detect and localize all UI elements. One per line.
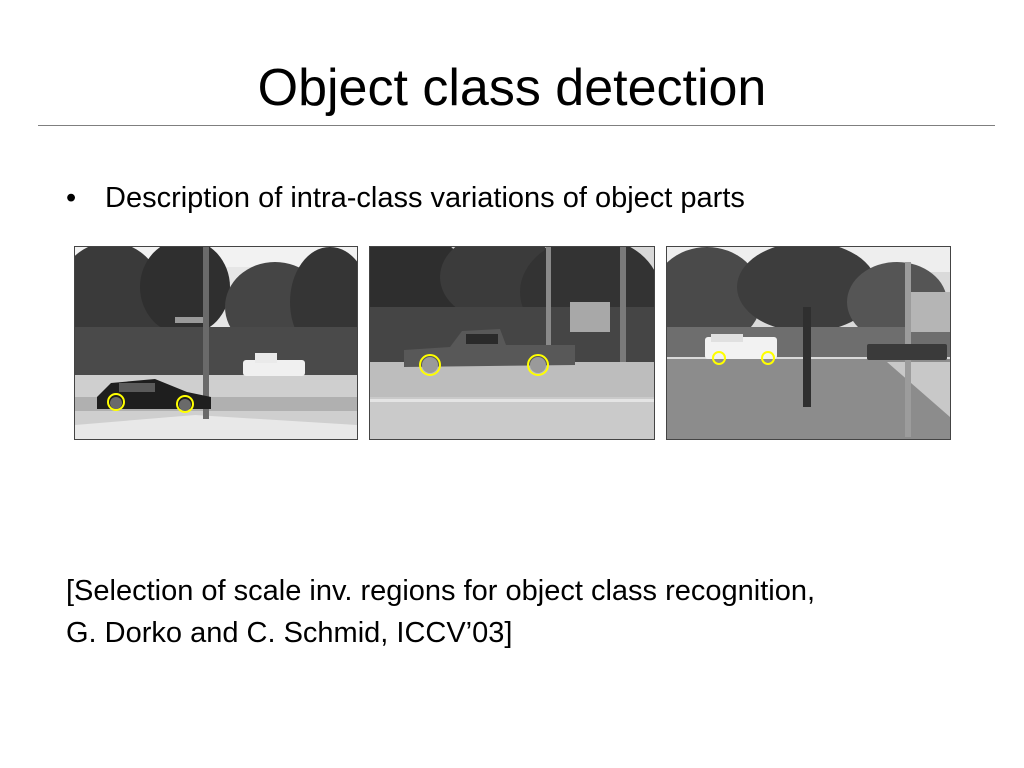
wheel-highlight <box>176 395 194 413</box>
title-divider <box>38 125 995 126</box>
car-photo-2-image <box>370 247 654 439</box>
wheel-highlight <box>712 351 726 365</box>
wheel-highlight <box>419 354 441 376</box>
wheel-highlight <box>107 393 125 411</box>
car-photo-2 <box>369 246 655 440</box>
slide-title: Object class detection <box>257 59 767 117</box>
car-photo-1-image <box>75 247 357 439</box>
wheel-highlight <box>761 351 775 365</box>
citation-line-1: [Selection of scale inv. regions for obj… <box>66 575 816 607</box>
car-photo-1 <box>74 246 358 440</box>
car-photo-3-image <box>667 247 950 439</box>
car-photo-3 <box>666 246 951 440</box>
bullet-text: Description of intra-class variations of… <box>105 182 745 214</box>
bullet-item: • Description of intra-class variations … <box>66 178 745 218</box>
bullet-icon: • <box>66 182 77 214</box>
wheel-highlight <box>527 354 549 376</box>
citation-line-2: G. Dorko and C. Schmid, ICCV’03] <box>66 617 513 649</box>
bullet-list: • Description of intra-class variations … <box>66 178 745 218</box>
citation: [Selection of scale inv. regions for obj… <box>66 570 815 654</box>
